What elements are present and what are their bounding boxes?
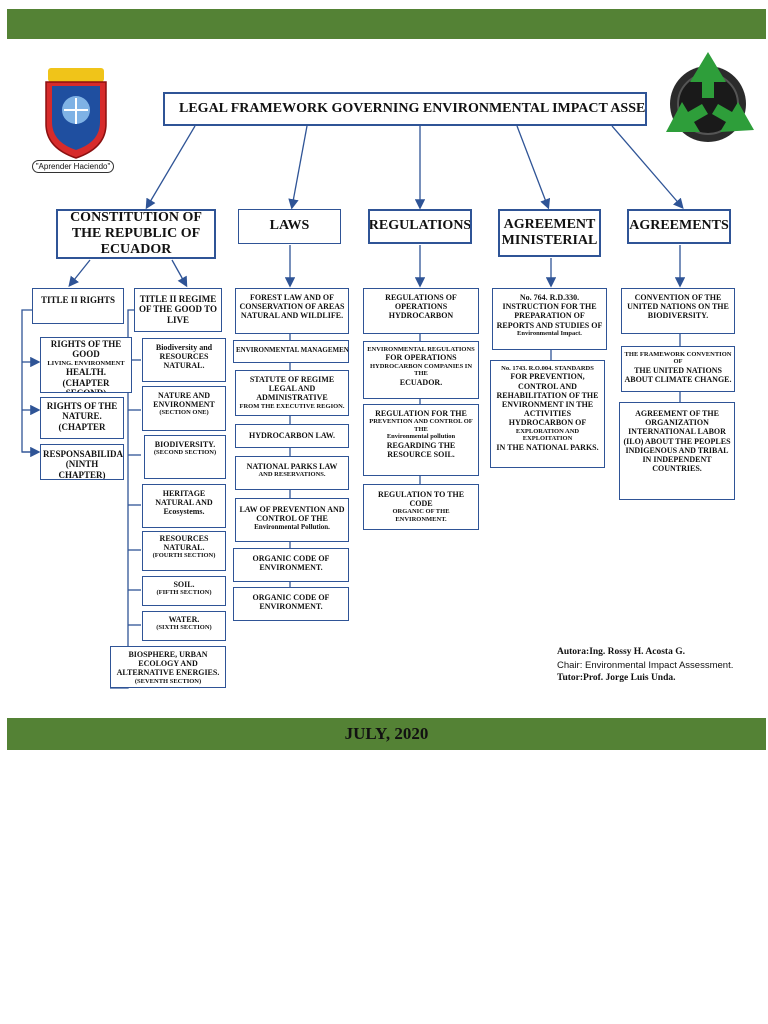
- recycle-logo: [660, 48, 758, 160]
- law-main: ENVIRONMENTAL MANAGEMENT LAW: [236, 346, 349, 354]
- regime-item-nature-environment: NATURE AND ENVIRONMENT (SECTION ONE): [142, 386, 226, 431]
- regime-item-sub: (SECTION ONE): [159, 409, 209, 417]
- law-prevention-pollution: LAW OF PREVENTION AND CONTROL OF THE Env…: [235, 498, 349, 542]
- agreement-main: THE UNITED NATIONS ABOUT CLIMATE CHANGE.: [624, 365, 732, 385]
- regime-item-sub: (SECOND SECTION): [153, 449, 217, 457]
- regime-item-main: HERITAGE NATURAL AND Ecosystems.: [155, 489, 213, 517]
- law-sub: FROM THE EXECUTIVE REGION.: [239, 402, 345, 410]
- regulation-main: REGULATIONS OF OPERATIONS HYDROCARBON: [385, 293, 457, 321]
- rights-nature-box: RIGHTS OF THE NATURE. (CHAPTER: [40, 397, 124, 439]
- regulation-soil: REGULATION FOR THE PREVENTION AND CONTRO…: [363, 404, 479, 476]
- law-sub: AND RESERVATIONS.: [258, 471, 326, 479]
- credits-chair: Chair: Environmental Impact Assessment.: [557, 660, 734, 671]
- regime-item-biosphere: BIOSPHERE, URBAN ECOLOGY AND ALTERNATIVE…: [110, 646, 226, 688]
- law-organic-code-1: ORGANIC CODE OF ENVIRONMENT.: [233, 548, 349, 582]
- law-forest: FOREST LAW AND OF CONSERVATION OF AREAS …: [235, 288, 349, 334]
- ministerial-sub: EXPLORATION AND EXPLOITATION: [515, 427, 580, 443]
- regulation-sub: ENVIRONMENTAL REGULATIONS: [367, 346, 475, 353]
- rights-good-living-sub: LIVING. ENVIRONMENT: [47, 359, 125, 367]
- law-main: LAW OF PREVENTION AND CONTROL OF THE: [239, 505, 345, 524]
- ministerial-main: IN THE NATIONAL PARKS.: [496, 442, 599, 452]
- regime-item-sub: (SIXTH SECTION): [156, 624, 212, 632]
- regulation-main: REGULATION FOR THE: [375, 409, 467, 418]
- footer-banner: JULY, 2020: [7, 718, 766, 750]
- law-statute-regime: STATUTE OF REGIME LEGAL AND ADMINISTRATI…: [235, 370, 349, 416]
- regime-item-soil: SOIL. (FIFTH SECTION): [142, 576, 226, 606]
- ministerial-sub: No. 1743. R.O.004. STANDARDS: [501, 365, 594, 372]
- regime-item-main: RESOURCES NATURAL.: [159, 534, 209, 553]
- regime-item-biodiversity: BIODIVERSITY. (SECOND SECTION): [144, 435, 226, 479]
- regime-item-heritage: HERITAGE NATURAL AND Ecosystems.: [142, 484, 226, 528]
- regime-item-main: BIODIVERSITY.: [154, 440, 216, 449]
- regime-item-resources-natural: RESOURCES NATURAL. (FOURTH SECTION): [142, 531, 226, 571]
- agreement-ilo: AGREEMENT OF THE ORGANIZATION INTERNATIO…: [619, 402, 735, 500]
- law-hydrocarbon: HYDROCARBON LAW.: [235, 424, 349, 448]
- law-national-parks: NATIONAL PARKS LAW AND RESERVATIONS.: [235, 456, 349, 490]
- ministerial-764: No. 764. R.D.330. INSTRUCTION FOR THE PR…: [492, 288, 607, 350]
- regulation-sub: ORGANIC OF THE ENVIRONMENT.: [392, 508, 450, 523]
- law-main: NATIONAL PARKS LAW: [246, 462, 338, 471]
- law-main: ORGANIC CODE OF ENVIRONMENT.: [252, 554, 330, 573]
- law-environmental-management: ENVIRONMENTAL MANAGEMENT LAW: [233, 340, 349, 363]
- header-regulations: REGULATIONS: [368, 209, 472, 244]
- agreement-biodiversity: CONVENTION OF THE UNITED NATIONS ON THE …: [621, 288, 735, 334]
- regime-item-main: SOIL.: [173, 580, 195, 589]
- credits-author: Autora:Ing. Rossy H. Acosta G.: [557, 647, 685, 657]
- credits-tutor: Tutor:Prof. Jorge Luis Unda.: [557, 673, 676, 683]
- regulation-organic-code: REGULATION TO THE CODE ORGANIC OF THE EN…: [363, 484, 479, 530]
- agreement-sub: THE FRAMEWORK CONVENTION OF: [624, 351, 732, 366]
- regime-item-main: WATER.: [168, 615, 200, 624]
- law-organic-code-2: ORGANIC CODE OF ENVIRONMENT.: [233, 587, 349, 621]
- university-logo: "Aprender Haciendo": [32, 62, 116, 174]
- regime-item-biodiversity-resources: Biodiversity and RESOURCES NATURAL.: [142, 338, 226, 382]
- ministerial-1743: No. 1743. R.O.004. STANDARDS FOR PREVENT…: [490, 360, 605, 468]
- ministerial-sub: Environmental Impact.: [517, 329, 582, 337]
- top-banner: [7, 9, 766, 39]
- footer-date: JULY, 2020: [344, 724, 429, 743]
- header-agreements: AGREEMENTS: [627, 209, 731, 244]
- law-main: FOREST LAW AND OF CONSERVATION OF AREAS …: [239, 293, 345, 321]
- header-agreement-ministerial: AGREEMENT MINISTERIAL: [498, 209, 601, 257]
- responsibilities-main: RESPONSABILIDADES. (NINTH CHAPTER): [43, 449, 124, 480]
- header-laws: LAWS: [238, 209, 341, 244]
- regulation-sub: PREVENTION AND CONTROL OF THE: [369, 418, 473, 433]
- shield-logo-icon: [45, 68, 107, 159]
- regime-item-main: BIOSPHERE, URBAN ECOLOGY AND ALTERNATIVE…: [116, 650, 220, 678]
- regulation-main: REGULATION TO THE CODE: [377, 490, 465, 509]
- law-main: HYDROCARBON LAW.: [249, 431, 335, 440]
- ministerial-main: FOR PREVENTION, CONTROL AND REHABILITATI…: [496, 372, 599, 428]
- regime-item-sub: (FOURTH SECTION): [152, 552, 216, 560]
- credits-block: Autora:Ing. Rossy H. Acosta G. Chair: En…: [557, 646, 757, 685]
- ministerial-main: No. 764. R.D.330. INSTRUCTION FOR THE PR…: [496, 293, 603, 330]
- rights-good-living-box: RIGHTS OF THE GOOD LIVING. ENVIRONMENT H…: [40, 337, 132, 393]
- recycle-icon: [666, 52, 754, 142]
- law-sub: Environmental Pollution.: [254, 523, 330, 532]
- rights-good-living-main2: HEALTH. (CHAPTER SECOND): [62, 367, 110, 393]
- regulation-main: REGARDING THE RESOURCE SOIL.: [386, 440, 456, 459]
- title-ii-regime: TITLE II REGIME OF THE GOOD TO LIVE: [134, 288, 222, 332]
- title-ii-rights: TITLE II RIGHTS: [32, 288, 124, 324]
- rights-good-living-main: RIGHTS OF THE GOOD: [50, 339, 122, 360]
- regime-item-main: NATURE AND ENVIRONMENT: [153, 391, 215, 410]
- regulation-sub: HYDROCARBON COMPANIES IN THE: [369, 362, 473, 378]
- regime-item-sub: (SEVENTH SECTION): [134, 677, 202, 685]
- regulation-main: ECUADOR.: [399, 377, 443, 387]
- regulation-main: FOR OPERATIONS: [385, 353, 457, 363]
- agreement-main: CONVENTION OF THE UNITED NATIONS ON THE …: [627, 293, 729, 321]
- logo-motto: "Aprender Haciendo": [32, 160, 114, 173]
- regulation-hydrocarbon-operations: REGULATIONS OF OPERATIONS HYDROCARBON: [363, 288, 479, 334]
- responsibilities-box: RESPONSABILIDADES. (NINTH CHAPTER): [40, 444, 124, 480]
- regulation-environmental: ENVIRONMENTAL REGULATIONS FOR OPERATIONS…: [363, 341, 479, 399]
- header-constitution: CONSTITUTION OF THE REPUBLIC OF ECUADOR: [56, 209, 216, 259]
- regulation-sub: Environmental pollution: [386, 433, 456, 441]
- regime-item-main: Biodiversity and RESOURCES NATURAL.: [155, 343, 213, 371]
- diagram-title: LEGAL FRAMEWORK GOVERNING ENVIRONMENTAL …: [163, 92, 647, 126]
- law-main: ORGANIC CODE OF ENVIRONMENT.: [252, 593, 330, 612]
- law-main: STATUTE OF REGIME LEGAL AND ADMINISTRATI…: [249, 375, 335, 403]
- agreement-main: AGREEMENT OF THE ORGANIZATION INTERNATIO…: [623, 409, 731, 474]
- agreement-climate-change: THE FRAMEWORK CONVENTION OF THE UNITED N…: [621, 346, 735, 392]
- rights-nature-main: RIGHTS OF THE NATURE. (CHAPTER: [46, 401, 118, 432]
- regime-item-sub: (FIFTH SECTION): [156, 589, 212, 597]
- regime-item-water: WATER. (SIXTH SECTION): [142, 611, 226, 641]
